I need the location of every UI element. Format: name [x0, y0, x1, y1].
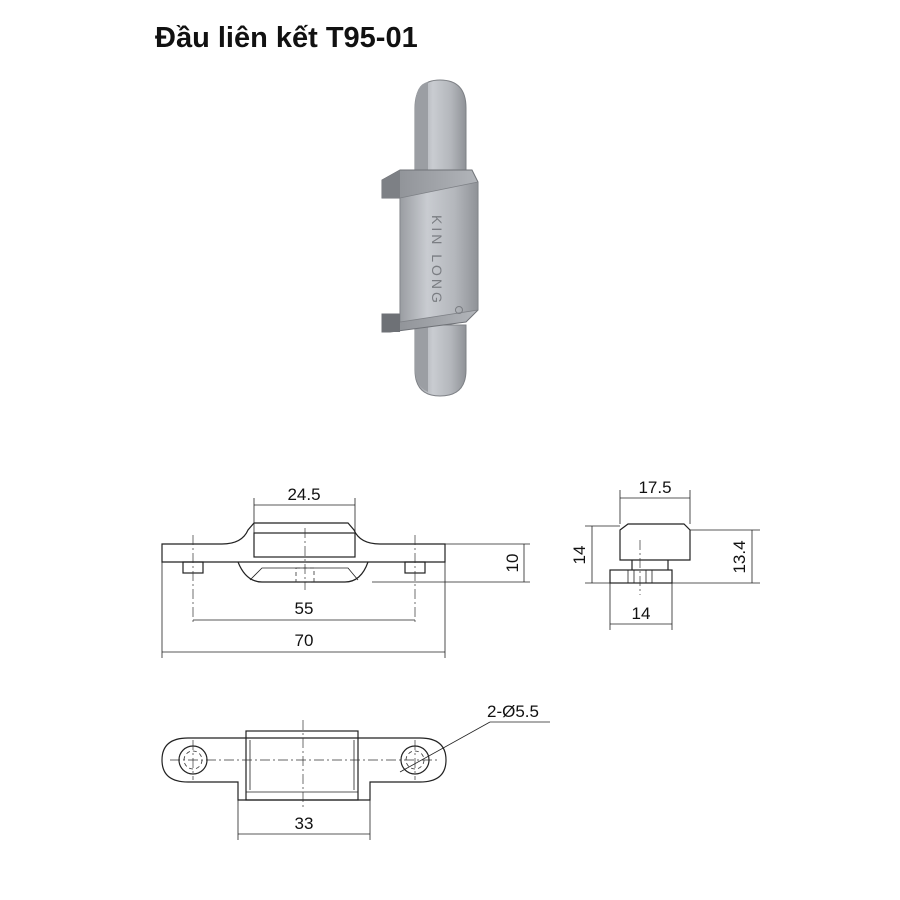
dim-side-top-width: 17.5 [619, 478, 691, 524]
dim-label-55: 55 [295, 599, 314, 618]
dim-side-height-right: 13.4 [672, 529, 760, 584]
dim-label-14-bottom: 14 [632, 604, 651, 623]
dim-label-70: 70 [295, 631, 314, 650]
dim-label-14-left: 14 [570, 546, 589, 565]
dim-label-hole-callout: 2-Ø5.5 [487, 702, 539, 721]
side-view [609, 523, 691, 595]
dim-bottom-hole-callout: 2-Ø5.5 [399, 702, 550, 773]
dim-label-33: 33 [295, 814, 314, 833]
product-photo: KIN LONG [381, 79, 479, 397]
dim-side-height-left: 14 [570, 525, 620, 584]
dim-label-10: 10 [503, 554, 522, 573]
bottom-view [161, 720, 447, 810]
photo-logo-mark [455, 306, 463, 314]
dim-bottom-body-width: 33 [237, 800, 371, 840]
dim-label-17-5: 17.5 [638, 478, 671, 497]
dim-front-overall-length: 70 [161, 562, 446, 658]
front-view [161, 522, 446, 625]
dim-label-13-4: 13.4 [730, 540, 749, 573]
photo-engraving: KIN LONG [429, 215, 445, 306]
photo-body [381, 169, 479, 333]
dim-label-24-5: 24.5 [287, 485, 320, 504]
photo-lower-tongue [414, 324, 467, 397]
page-title: Đầu liên kết T95-01 [155, 22, 418, 54]
dim-front-height: 10 [372, 543, 530, 583]
dim-front-hole-spacing: 55 [193, 599, 415, 621]
photo-upper-tongue [414, 79, 467, 181]
dim-front-width-top: 24.5 [253, 485, 356, 533]
dim-side-base-width: 14 [609, 583, 673, 630]
